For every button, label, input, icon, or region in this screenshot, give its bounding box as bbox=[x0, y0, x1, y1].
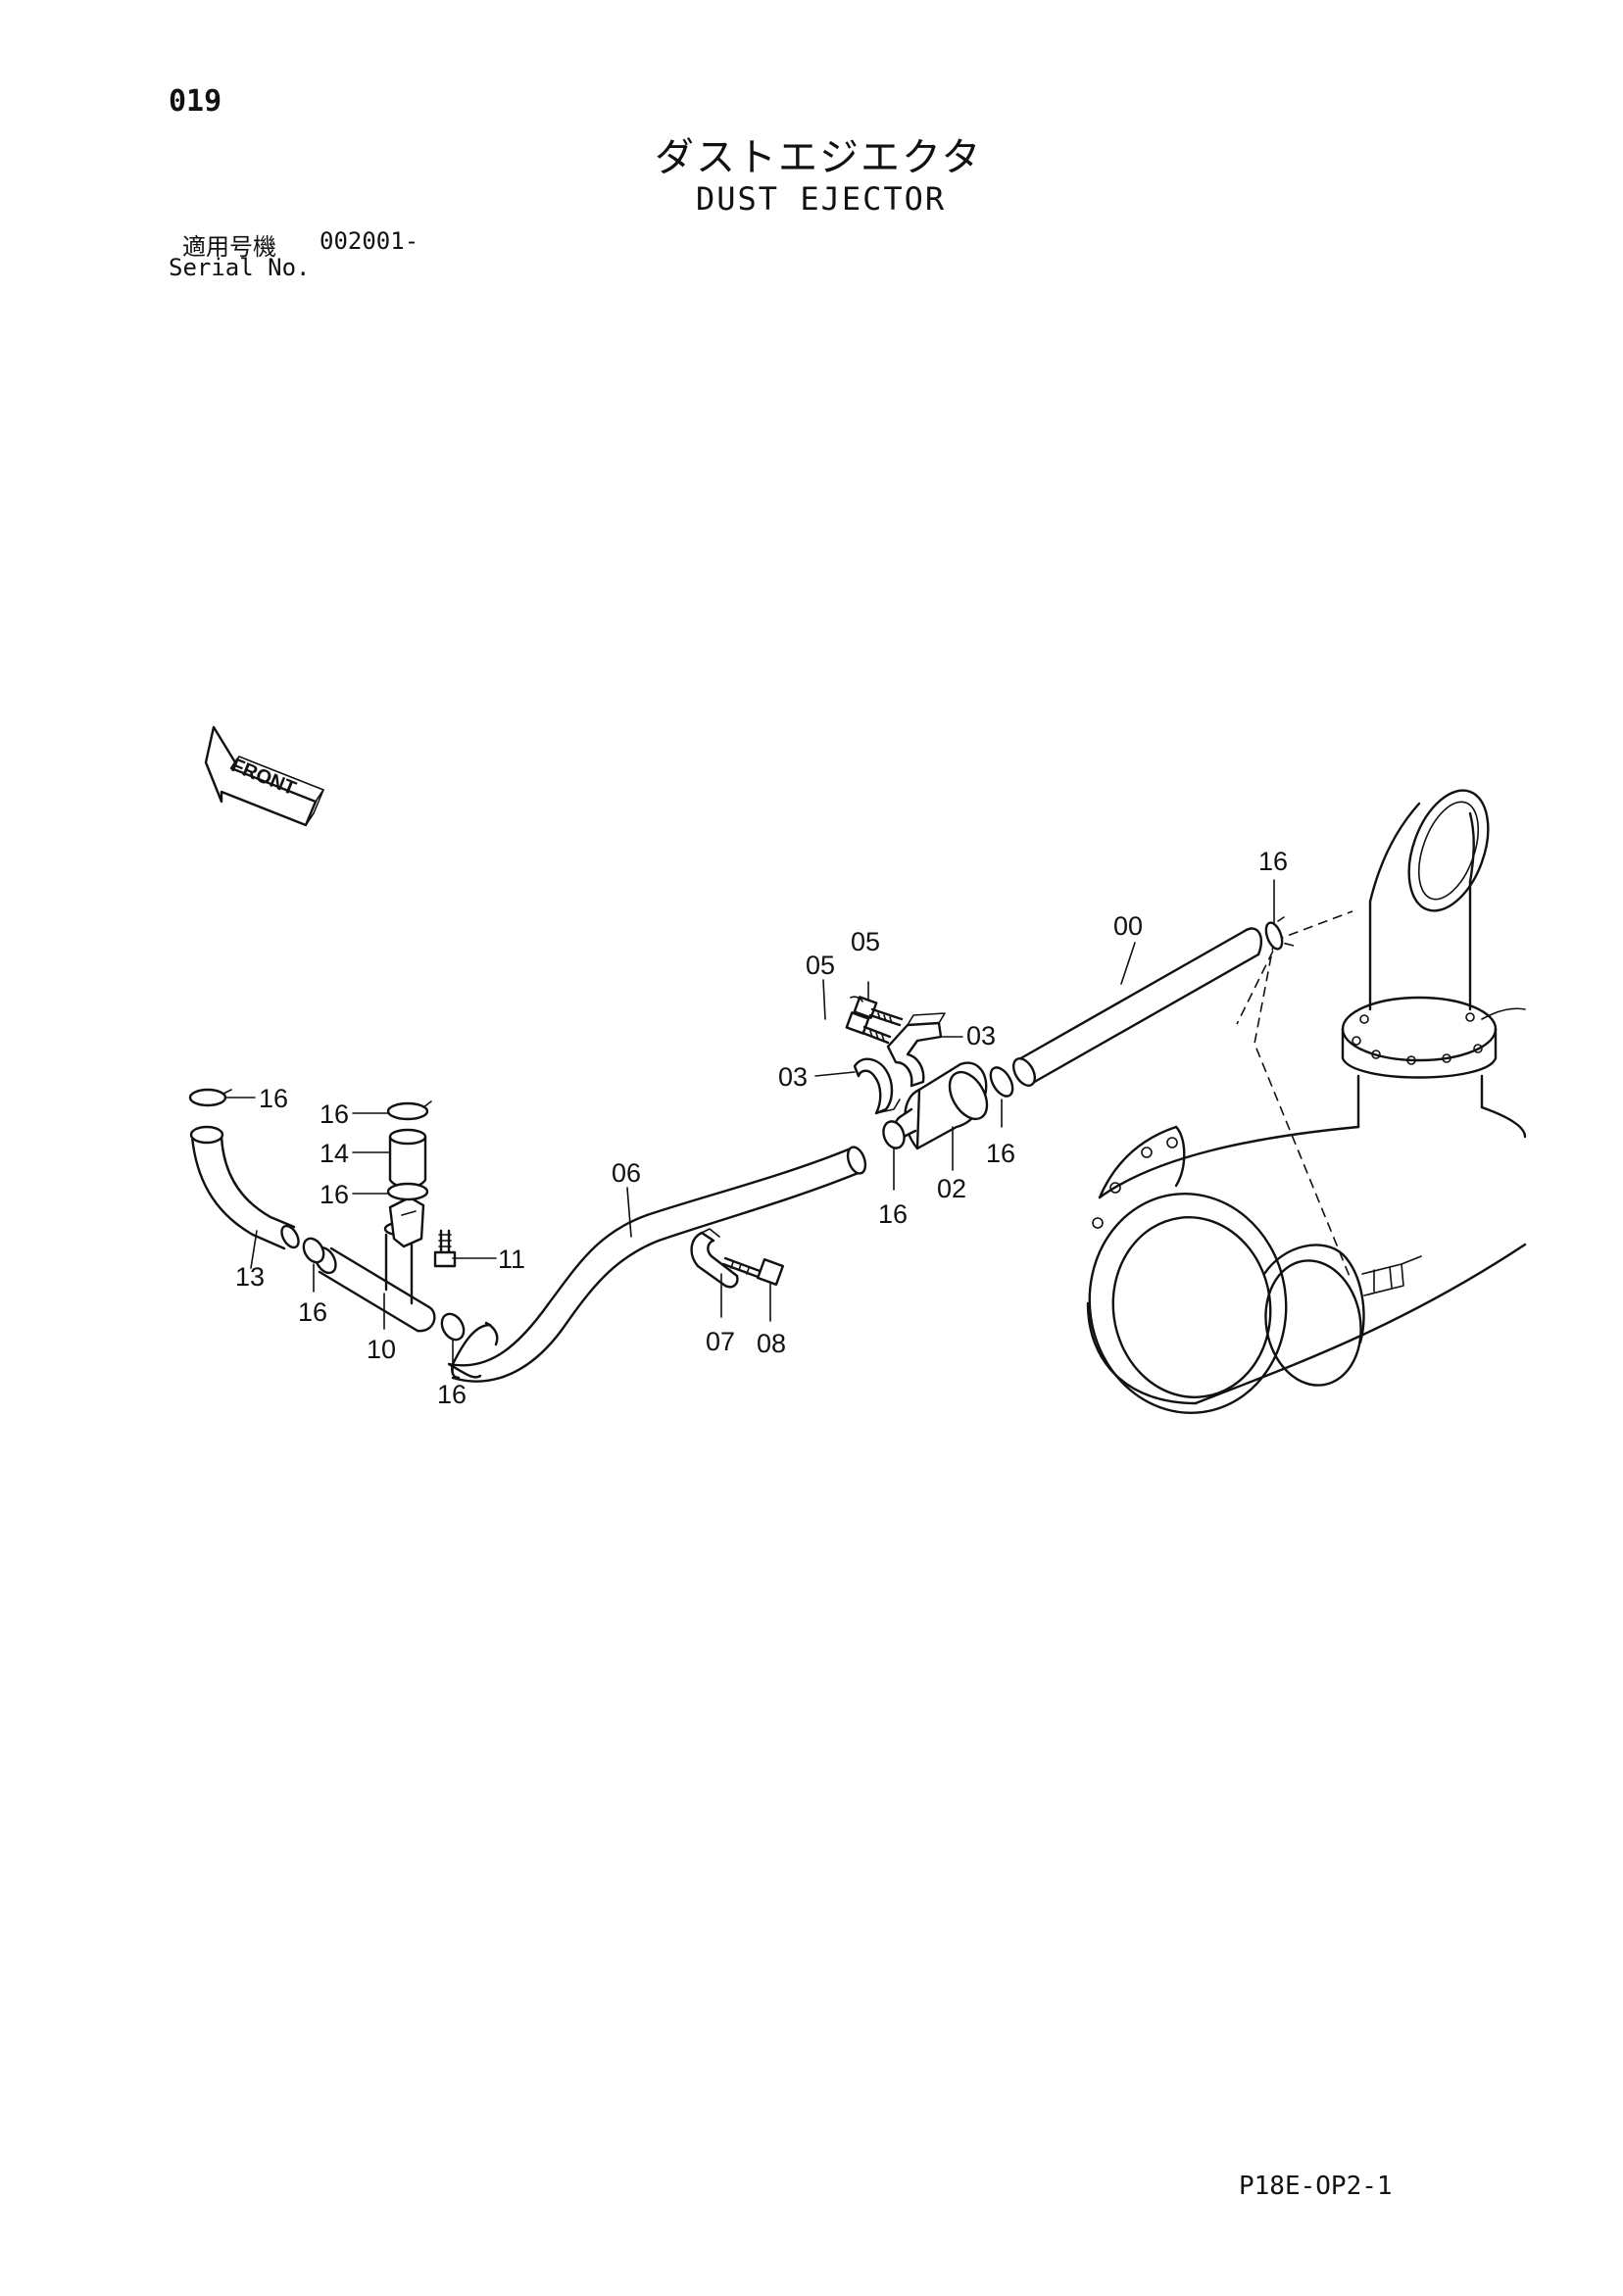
bolt-11 bbox=[433, 1229, 457, 1268]
bracket-07 bbox=[690, 1228, 739, 1289]
bracket-11-mount bbox=[388, 1196, 425, 1248]
bolt-detail bbox=[850, 996, 863, 1002]
hose-clamp bbox=[302, 1237, 325, 1264]
bolt-05 bbox=[853, 996, 904, 1027]
bolt-05 bbox=[845, 1011, 892, 1045]
hose-clamp bbox=[386, 1100, 432, 1121]
callout-06: 06 bbox=[612, 1158, 641, 1188]
hose-clamp bbox=[989, 1066, 1014, 1098]
title-english: DUST EJECTOR bbox=[696, 180, 947, 218]
air-cleaner-assembly bbox=[1086, 789, 1527, 1414]
serial-label-japanese: 適用号機 bbox=[182, 233, 276, 261]
callout-14: 14 bbox=[320, 1139, 349, 1168]
bolt-08 bbox=[721, 1256, 785, 1287]
callout-16-mid: 16 bbox=[878, 1199, 908, 1229]
hose-13 bbox=[189, 1125, 300, 1250]
callout-03-right: 03 bbox=[966, 1021, 996, 1050]
front-arrow-icon: FRONT bbox=[204, 725, 324, 827]
callout-10: 10 bbox=[367, 1335, 396, 1364]
bracket-03-left bbox=[853, 1057, 901, 1115]
leader-line bbox=[1236, 910, 1353, 1025]
serial-label-english: Serial No. bbox=[169, 254, 311, 281]
callout-16-right: 16 bbox=[986, 1139, 1015, 1168]
serial-value: 002001- bbox=[320, 227, 419, 255]
page-number: 019 bbox=[169, 84, 222, 119]
callout-leaders bbox=[224, 879, 1275, 1375]
callout-08: 08 bbox=[757, 1329, 786, 1358]
hose-00 bbox=[1011, 927, 1263, 1087]
hose-06 bbox=[447, 1146, 867, 1383]
hose-clamp bbox=[882, 1120, 906, 1149]
callout-16-b: 16 bbox=[320, 1180, 349, 1209]
sleeve-14 bbox=[388, 1128, 427, 1189]
callout-16-d: 16 bbox=[437, 1380, 467, 1409]
callout-16-left-top: 16 bbox=[259, 1084, 288, 1113]
callout-16-a: 16 bbox=[320, 1099, 349, 1129]
callout-05-a: 05 bbox=[806, 951, 835, 980]
leader-line bbox=[1254, 940, 1352, 1280]
callout-16-c: 16 bbox=[298, 1297, 327, 1327]
callout-02: 02 bbox=[937, 1174, 966, 1203]
callout-07: 07 bbox=[706, 1327, 735, 1356]
callout-05-b: 05 bbox=[851, 927, 880, 956]
callout-00: 00 bbox=[1113, 911, 1143, 941]
drawing-code: P18E-OP2-1 bbox=[1239, 2172, 1393, 2201]
valve-02 bbox=[893, 1061, 989, 1150]
callout-11: 11 bbox=[498, 1245, 525, 1274]
bracket-03-right bbox=[886, 1012, 946, 1088]
title-japanese: ダストエジエクタ bbox=[655, 135, 983, 180]
callout-13: 13 bbox=[235, 1262, 265, 1292]
callout-16-top-right: 16 bbox=[1258, 847, 1288, 876]
hose-clamp bbox=[440, 1312, 466, 1342]
hose-clamp bbox=[386, 1182, 429, 1201]
callout-03-left: 03 bbox=[778, 1062, 808, 1092]
hose-clamp bbox=[1264, 916, 1285, 951]
